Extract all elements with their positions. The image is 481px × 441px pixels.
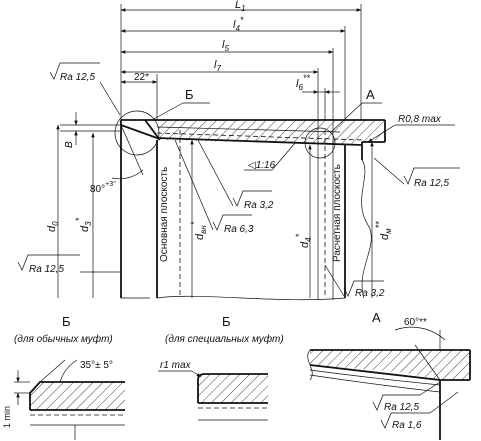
- taper-label: ◁1:16: [248, 160, 276, 171]
- dim-l5: l5: [222, 39, 229, 53]
- detail-A: А 60°** Ra 12,5 Ra 1,6: [307, 310, 471, 440]
- main-plane-label: Основная плоскость: [159, 167, 170, 262]
- dim-L1: L1: [235, 0, 246, 13]
- detail-B-circle: [114, 110, 160, 156]
- svg-text:60°**: 60°**: [404, 317, 427, 328]
- dim-l4: l4*: [233, 15, 244, 33]
- svg-text:35°± 5°: 35°± 5°: [80, 360, 113, 371]
- dim-d3: d3*: [74, 217, 93, 232]
- label-A-main: А: [366, 87, 375, 102]
- svg-text:(для обычных муфт): (для обычных муфт): [14, 333, 113, 345]
- roughness-r5: Ra 12,5: [373, 157, 460, 189]
- roughness-r2: Ra 12,5: [17, 254, 121, 275]
- detail-B1: Б (для обычных муфт) 35°± 5° 1 min: [2, 314, 125, 440]
- dim-l7: l7: [214, 59, 221, 73]
- dim-dvn: dвн*: [189, 221, 208, 240]
- roughness-r6: Ra 3,2: [324, 264, 385, 299]
- chamfer-angle: 80°+3°: [90, 180, 116, 195]
- svg-text:Ra 6,3: Ra 6,3: [224, 224, 254, 235]
- label-B-main: Б: [185, 87, 194, 102]
- dim-B: B: [64, 141, 75, 148]
- roughness-r3: Ra 3,2: [197, 139, 274, 211]
- svg-text:Ra 3,2: Ra 3,2: [244, 200, 274, 211]
- svg-text:Ra 12,5: Ra 12,5: [60, 72, 95, 83]
- dim-22: 22*: [134, 72, 149, 83]
- dim-l6: l6**: [296, 73, 310, 92]
- svg-text:Ra 12,5: Ra 12,5: [384, 402, 419, 413]
- svg-text:Ra 3,2: Ra 3,2: [355, 288, 385, 299]
- svg-text:1 min: 1 min: [2, 406, 12, 428]
- svg-text:Ra 12,5: Ra 12,5: [414, 178, 449, 189]
- dim-dm: dм**: [374, 221, 393, 240]
- detail-B2: Б (для специальных муфт) r1 max: [158, 314, 284, 421]
- roughness-r4: Ra 6,3: [174, 139, 254, 235]
- radius-label: R0,8 max: [398, 114, 442, 125]
- svg-text:Б: Б: [222, 314, 231, 329]
- main-section: [120, 119, 386, 301]
- dim-d0: d0: [46, 221, 60, 232]
- svg-text:Ra 1,6: Ra 1,6: [392, 420, 422, 431]
- roughness-r1: Ra 12,5: [49, 62, 121, 116]
- calc-plane-label: Расчетная плоскость: [332, 164, 343, 262]
- svg-text:Ra 12,5: Ra 12,5: [29, 264, 64, 275]
- svg-text:(для специальных муфт): (для специальных муфт): [165, 333, 284, 345]
- detail-A-circle: [304, 127, 336, 159]
- svg-text:r1 max: r1 max: [160, 360, 192, 371]
- dimension-lines-top: [120, 4, 362, 300]
- dim-d4: d4*: [294, 233, 313, 248]
- svg-text:А: А: [372, 310, 381, 325]
- svg-text:Б: Б: [62, 314, 71, 329]
